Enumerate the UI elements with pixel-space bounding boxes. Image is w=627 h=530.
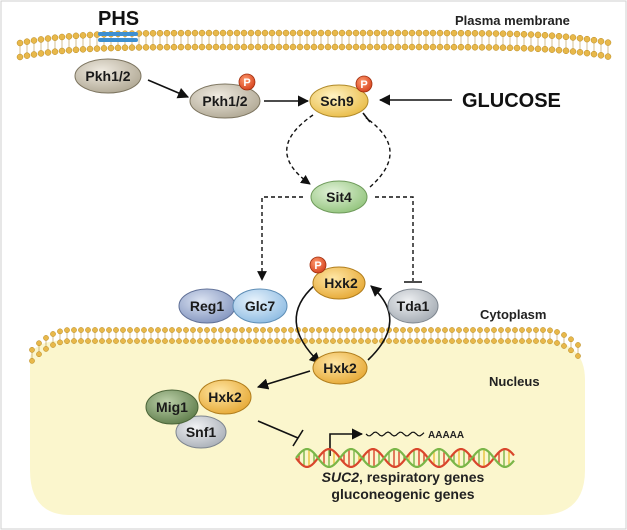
gene-respiratory: , respiratory genes <box>359 469 484 485</box>
repression-bar <box>292 429 304 447</box>
node-glc7: Glc7 <box>232 288 288 324</box>
nucleus-body <box>30 340 585 515</box>
nuclear-envelope <box>29 327 581 364</box>
svg-text:Pkh1/2: Pkh1/2 <box>85 68 130 84</box>
svg-text:Pkh1/2: Pkh1/2 <box>202 93 247 109</box>
inhibit-bar-sch9 <box>362 112 371 123</box>
node-hxk2-phospho: Hxk2 P <box>309 256 366 300</box>
mrna-wave <box>365 431 425 437</box>
node-hxk2-nucleus <box>198 379 252 415</box>
svg-text:Hxk2: Hxk2 <box>324 275 358 291</box>
plasma-membrane <box>16 29 612 61</box>
node-hxk2-cytoplasm: Hxk2 <box>312 351 368 385</box>
node-complex-mig1-hxk2-snf1: Snf1 Mig1 Hxk2 <box>145 379 252 449</box>
cytoplasm-label: Cytoplasm <box>480 307 546 322</box>
svg-text:P: P <box>314 260 321 272</box>
svg-text:Mig1: Mig1 <box>156 399 188 415</box>
gene-label-line1: SUC2, respiratory genes <box>322 469 485 485</box>
svg-text:P: P <box>243 77 250 89</box>
phs-label: PHS <box>98 8 139 30</box>
svg-text:Hxk2: Hxk2 <box>208 389 242 405</box>
nucleus-label: Nucleus <box>489 374 540 389</box>
svg-text:P: P <box>360 79 367 91</box>
svg-text:Sch9: Sch9 <box>320 93 354 109</box>
node-snf1 <box>175 415 227 449</box>
arrow-sch9-to-sit4 <box>286 114 314 185</box>
svg-text:Glc7: Glc7 <box>245 298 276 314</box>
gene-label-line2: gluconeogenic genes <box>331 486 474 502</box>
node-mig1 <box>145 389 199 425</box>
node-pkh1-2-membrane: Pkh1/2 <box>74 58 142 94</box>
svg-text:Reg1: Reg1 <box>190 298 224 314</box>
arrow-hxk2-to-hxk2p <box>367 285 391 361</box>
node-tda1: Tda1 <box>387 288 439 324</box>
poly-a-tail: AAAAA <box>428 430 464 441</box>
svg-text:Sit4: Sit4 <box>326 189 352 205</box>
arrow-hxk2p-to-hxk2 <box>295 284 321 364</box>
svg-text:Tda1: Tda1 <box>397 298 430 314</box>
phospho-icon <box>238 73 256 91</box>
node-sch9: Sch9 P <box>309 75 373 118</box>
inhibit-sit4-to-tda1 <box>375 196 414 281</box>
arrow-pkh-to-pkhp <box>147 79 190 99</box>
inhibit-sit4-to-sch9 <box>365 117 391 188</box>
repression-line <box>257 420 299 439</box>
phospho-icon <box>309 256 327 274</box>
node-pkh1-2-phospho: Pkh1/2 P <box>189 73 261 119</box>
svg-text:Snf1: Snf1 <box>186 424 217 440</box>
node-reg1: Reg1 <box>178 288 236 324</box>
arrow-hxk2-to-complex <box>256 370 311 390</box>
phs-marker <box>98 32 138 42</box>
dna-helix <box>295 447 515 469</box>
node-sit4: Sit4 <box>310 180 368 214</box>
svg-text:Hxk2: Hxk2 <box>323 360 357 376</box>
plasma-membrane-label: Plasma membrane <box>455 13 570 28</box>
phospho-icon <box>355 75 373 93</box>
glucose-label: GLUCOSE <box>462 90 561 112</box>
gene-suc2: SUC2 <box>322 469 360 485</box>
